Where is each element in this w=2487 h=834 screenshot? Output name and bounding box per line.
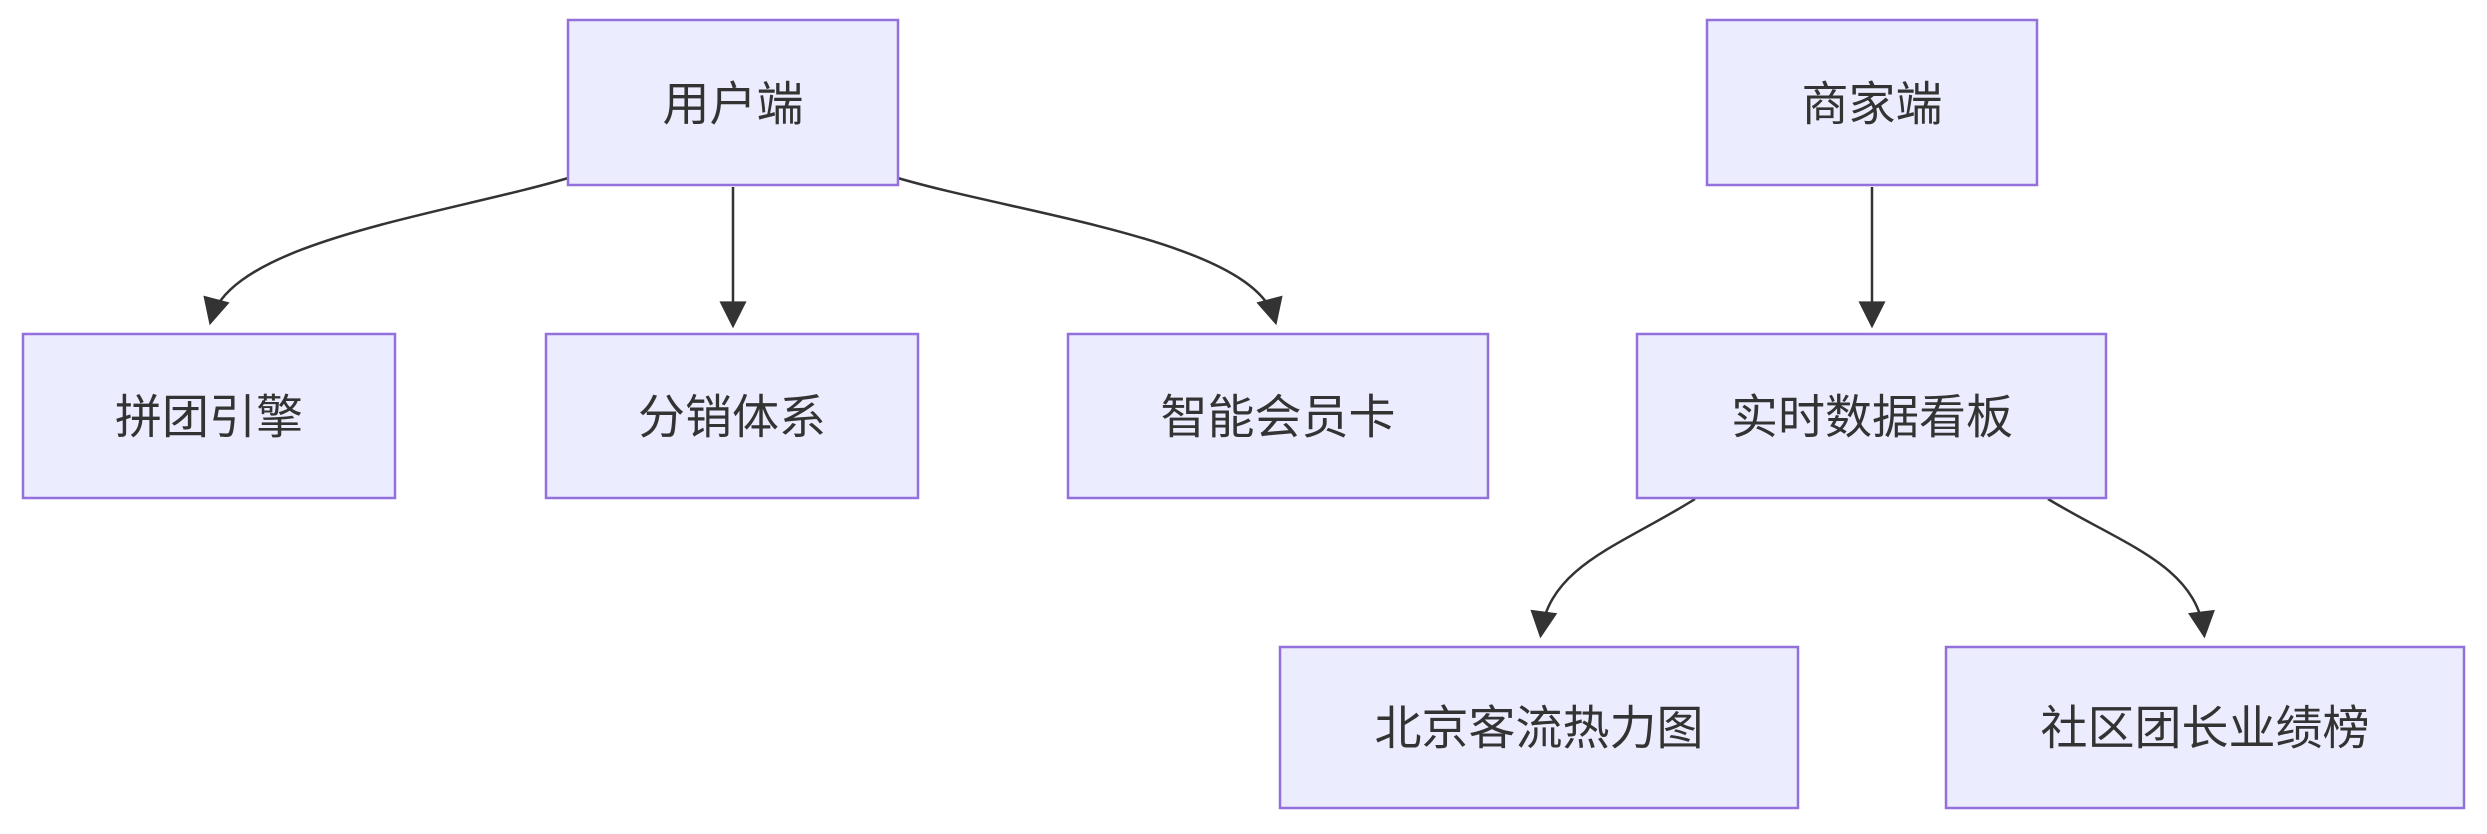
node-label-merchant-side: 商家端 [1802,78,1943,131]
node-box-group-buy-engine [21,332,397,500]
node-realtime-dashboard: 实时数据看板 [1635,332,2108,500]
node-label-user-side: 用户端 [663,78,804,131]
node-user-side: 用户端 [566,18,900,187]
node-leader-ranking: 社区团长业绩榜 [1944,645,2466,810]
node-distribution: 分销体系 [544,332,920,500]
node-box-leader-ranking [1944,645,2466,810]
node-box-user-side [566,18,900,187]
node-group-buy-engine: 拼团引擎 [21,332,397,500]
edge-dashboard-to-leader-ranking [2047,497,2215,639]
node-label-beijing-heatmap: 北京客流热力图 [1375,702,1704,755]
node-box-merchant-side [1705,18,2039,187]
edge-layer [203,174,2215,639]
node-box-beijing-heatmap [1278,645,1800,810]
node-layer: 用户端 商家端 拼团引擎 分销体系 智能会员卡 实时数据看板 [21,18,2466,810]
edge-dashboard-to-beijing-heatmap [1530,497,1696,639]
node-smart-member-card: 智能会员卡 [1066,332,1490,500]
node-merchant-side: 商家端 [1705,18,2039,187]
node-label-distribution: 分销体系 [638,391,826,444]
node-beijing-heatmap: 北京客流热力图 [1278,645,1800,810]
node-label-group-buy-engine: 拼团引擎 [115,391,303,444]
node-box-smart-member-card [1066,332,1490,500]
node-box-distribution [544,332,920,500]
node-box-realtime-dashboard [1635,332,2108,500]
node-label-realtime-dashboard: 实时数据看板 [1731,391,2013,444]
edge-user-to-group-buy-engine [203,174,576,326]
edge-user-to-smart-member-card [890,174,1283,326]
node-label-leader-ranking: 社区团长业绩榜 [2041,702,2370,755]
node-label-smart-member-card: 智能会员卡 [1161,391,1396,444]
